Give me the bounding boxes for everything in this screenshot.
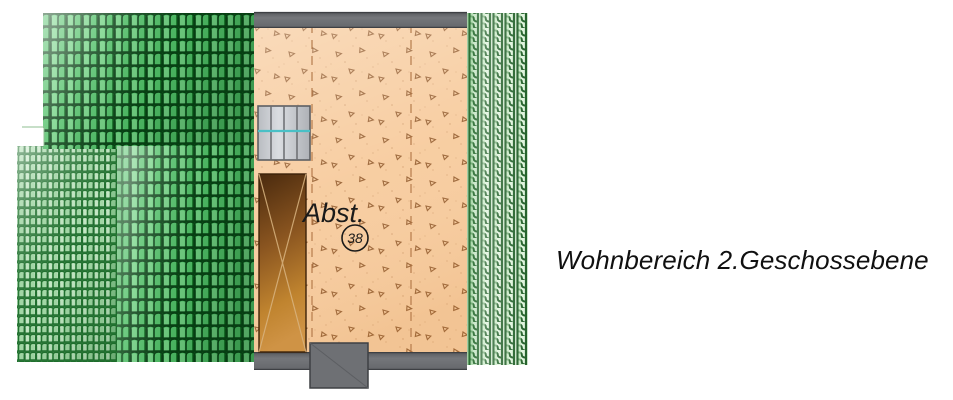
figure-caption: Wohnbereich 2.Geschossebene	[556, 245, 929, 275]
balcony-block-bottom	[309, 342, 369, 389]
room-label: Abst.	[301, 198, 365, 228]
floor-plan-drawing: Abst. 38	[17, 11, 528, 389]
room-number-badge: 38	[341, 224, 369, 252]
staircase	[257, 105, 311, 161]
door-opening	[258, 173, 307, 353]
exterior-wall-top	[254, 11, 467, 28]
floor-plan-svg: Abst. 38	[17, 11, 528, 389]
main-roof-upper-left	[43, 13, 255, 362]
roof-notch	[17, 126, 45, 146]
roof-right-strip	[466, 13, 528, 365]
room-number: 38	[347, 230, 363, 246]
